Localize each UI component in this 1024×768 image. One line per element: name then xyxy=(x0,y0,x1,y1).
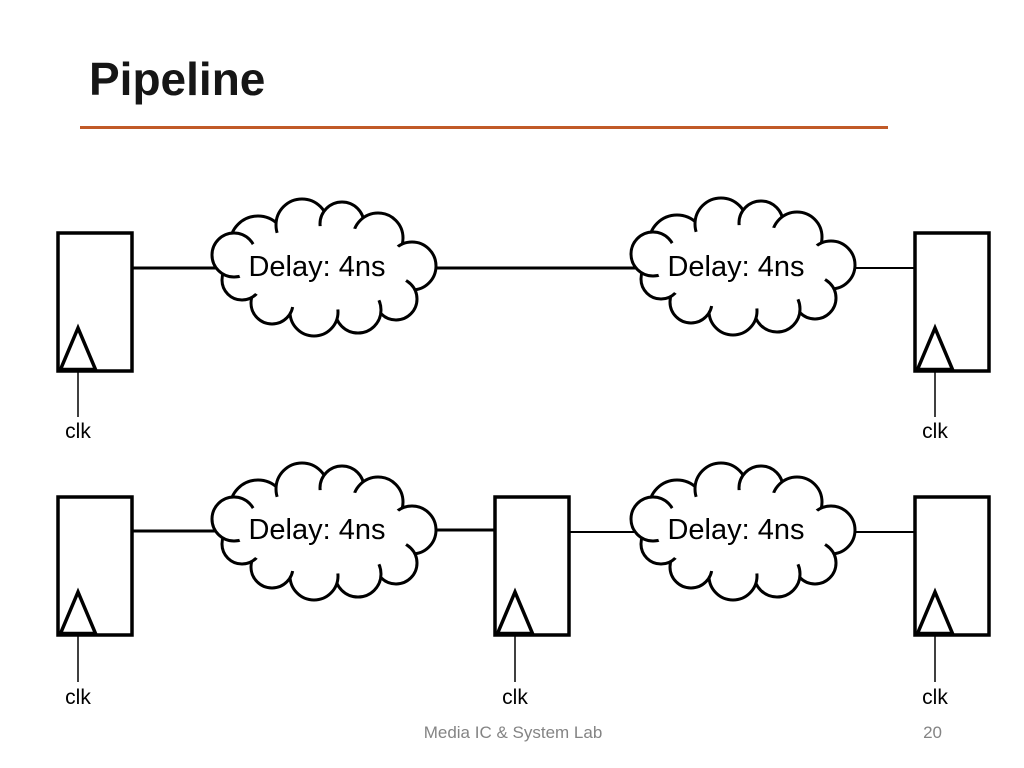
clk-label: clk xyxy=(65,420,91,443)
clock-edge-triangle-icon xyxy=(57,587,99,636)
delay-label: Delay: 4ns xyxy=(667,514,805,546)
clk-label: clk xyxy=(65,686,91,709)
clk-label: clk xyxy=(922,420,948,443)
footer-text: Media IC & System Lab xyxy=(423,723,603,742)
page-title: Pipeline xyxy=(89,53,266,105)
delay-label: Delay: 4ns xyxy=(667,251,805,283)
clock-edge-triangle-icon xyxy=(494,587,536,636)
page-number: 20 xyxy=(923,723,942,742)
clock-edge-triangle-icon xyxy=(57,323,99,372)
delay-label: Delay: 4ns xyxy=(248,251,386,283)
clk-label: clk xyxy=(922,686,948,709)
clk-label: clk xyxy=(502,686,528,709)
delay-label: Delay: 4ns xyxy=(248,514,386,546)
clock-edge-triangle-icon xyxy=(914,323,956,372)
clock-edge-triangle-icon xyxy=(914,587,956,636)
title-accent-line xyxy=(80,126,888,129)
